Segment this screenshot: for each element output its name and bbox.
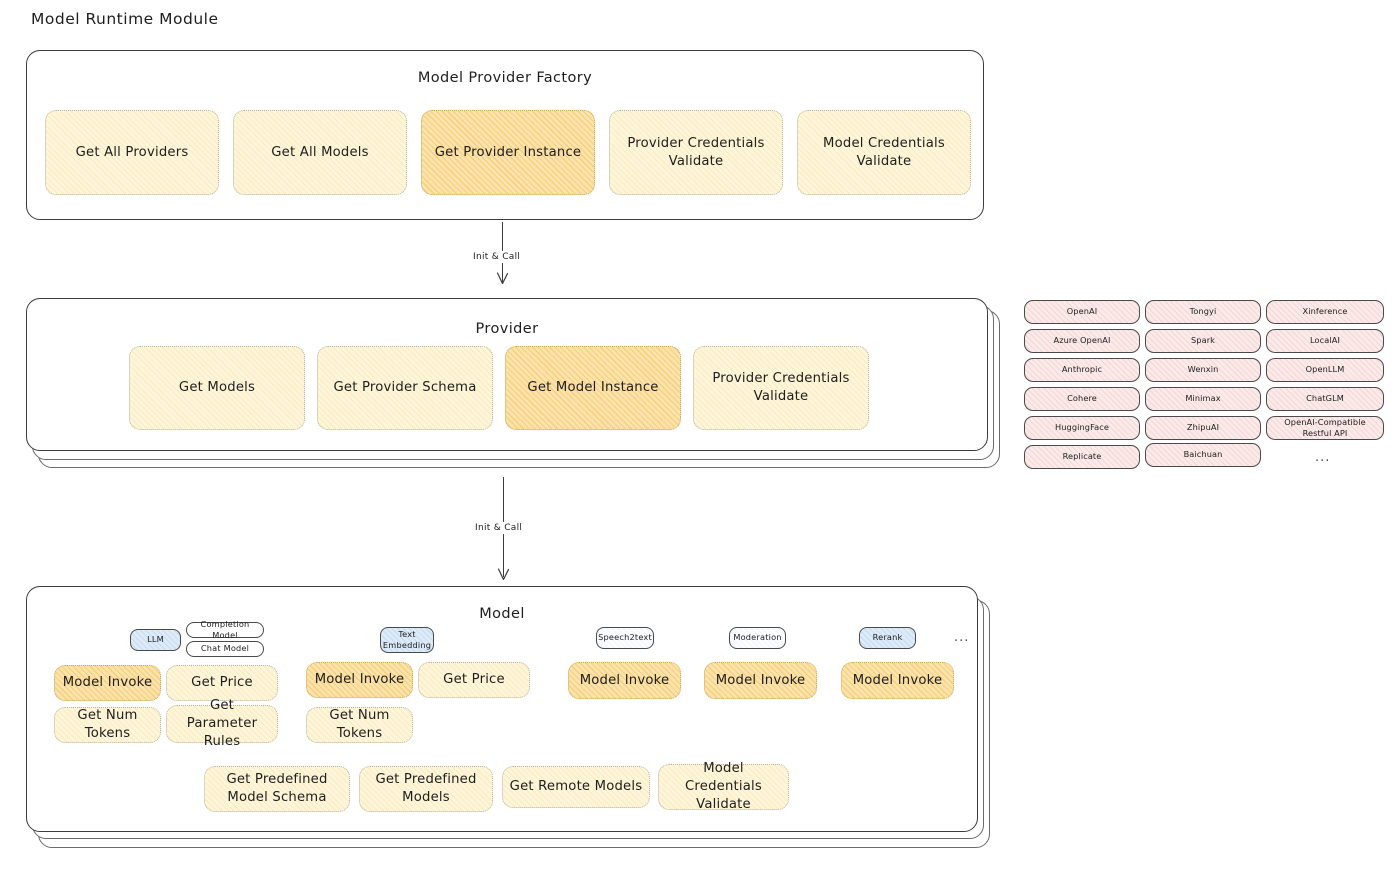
provider-chip-tongyi[interactable]: Tongyi bbox=[1145, 300, 1261, 324]
model-type-llm[interactable]: LLM bbox=[130, 629, 181, 651]
node-get-provider-instance[interactable]: Get Provider Instance bbox=[421, 110, 595, 195]
provider-container: Provider Get Models Get Provider Schema … bbox=[26, 298, 988, 451]
provider-chip-replicate[interactable]: Replicate bbox=[1024, 445, 1140, 469]
provider-chip-spark[interactable]: Spark bbox=[1145, 329, 1261, 353]
arrow-factory-to-provider-head bbox=[496, 272, 509, 285]
model-provider-factory-container: Model Provider Factory Get All Providers… bbox=[26, 50, 984, 220]
model-types-more-ellipsis: ... bbox=[954, 630, 970, 645]
node-get-model-instance[interactable]: Get Model Instance bbox=[505, 346, 681, 430]
node-rerank-model-invoke[interactable]: Model Invoke bbox=[841, 662, 954, 699]
node-llm-model-invoke[interactable]: Model Invoke bbox=[54, 665, 161, 701]
provider-list-more-ellipsis: ... bbox=[1315, 450, 1331, 465]
page-title: Model Runtime Module bbox=[31, 10, 219, 28]
provider-title: Provider bbox=[475, 321, 539, 337]
model-type-text-embedding[interactable]: Text Embedding bbox=[380, 627, 434, 653]
arrow-provider-to-model-head bbox=[497, 568, 510, 581]
model-container: Model LLM Completion Model Chat Model Mo… bbox=[26, 586, 978, 832]
node-get-predefined-models[interactable]: Get Predefined Models bbox=[359, 766, 493, 812]
node-text-embedding-model-invoke[interactable]: Model Invoke bbox=[306, 662, 413, 698]
provider-chip-baichuan[interactable]: Baichuan bbox=[1145, 443, 1261, 467]
provider-chip-openai[interactable]: OpenAI bbox=[1024, 300, 1140, 324]
node-llm-get-num-tokens[interactable]: Get Num Tokens bbox=[54, 707, 161, 743]
model-type-speech2text[interactable]: Speech2text bbox=[596, 627, 654, 649]
model-type-moderation[interactable]: Moderation bbox=[729, 627, 786, 649]
node-llm-get-parameter-rules[interactable]: Get Parameter Rules bbox=[166, 698, 278, 749]
provider-chip-openllm[interactable]: OpenLLM bbox=[1266, 358, 1384, 382]
model-type-rerank[interactable]: Rerank bbox=[859, 627, 916, 649]
node-get-remote-models[interactable]: Get Remote Models bbox=[502, 766, 650, 808]
model-title: Model bbox=[479, 606, 525, 622]
node-get-predefined-model-schema[interactable]: Get Predefined Model Schema bbox=[204, 766, 350, 812]
node-provider-credentials-validate[interactable]: Provider Credentials Validate bbox=[609, 110, 783, 195]
provider-chip-azure-openai[interactable]: Azure OpenAI bbox=[1024, 329, 1140, 353]
node-text-embedding-get-price[interactable]: Get Price bbox=[418, 662, 530, 698]
node-model-credentials-validate-2[interactable]: Model Credentials Validate bbox=[658, 761, 789, 812]
provider-chip-chatglm[interactable]: ChatGLM bbox=[1266, 387, 1384, 411]
node-get-provider-schema[interactable]: Get Provider Schema bbox=[317, 346, 493, 430]
arrow-provider-to-model-label: Init & Call bbox=[472, 522, 526, 534]
provider-chip-localai[interactable]: LocalAI bbox=[1266, 329, 1384, 353]
provider-chip-huggingface[interactable]: HuggingFace bbox=[1024, 416, 1140, 440]
provider-chip-xinference[interactable]: Xinference bbox=[1266, 300, 1384, 324]
node-moderation-model-invoke[interactable]: Model Invoke bbox=[704, 662, 817, 699]
provider-list: OpenAI Azure OpenAI Anthropic Cohere Hug… bbox=[1024, 300, 1384, 475]
provider-chip-anthropic[interactable]: Anthropic bbox=[1024, 358, 1140, 382]
node-get-all-models[interactable]: Get All Models bbox=[233, 110, 407, 195]
provider-chip-minimax[interactable]: Minimax bbox=[1145, 387, 1261, 411]
provider-chip-wenxin[interactable]: Wenxin bbox=[1145, 358, 1261, 382]
node-llm-get-price[interactable]: Get Price bbox=[166, 665, 278, 701]
node-get-all-providers[interactable]: Get All Providers bbox=[45, 110, 219, 195]
provider-chip-zhipuai[interactable]: ZhipuAI bbox=[1145, 416, 1261, 440]
node-text-embedding-get-num-tokens[interactable]: Get Num Tokens bbox=[306, 707, 413, 743]
provider-chip-openai-compatible-restful-api[interactable]: OpenAI-Compatible Restful API bbox=[1266, 416, 1384, 440]
node-get-models[interactable]: Get Models bbox=[129, 346, 305, 430]
model-provider-factory-title: Model Provider Factory bbox=[417, 70, 593, 86]
model-subtype-chat-model[interactable]: Chat Model bbox=[186, 641, 264, 657]
provider-chip-cohere[interactable]: Cohere bbox=[1024, 387, 1140, 411]
node-speech2text-model-invoke[interactable]: Model Invoke bbox=[568, 662, 681, 699]
model-subtype-completion-model[interactable]: Completion Model bbox=[186, 619, 264, 640]
node-model-credentials-validate[interactable]: Model Credentials Validate bbox=[797, 110, 971, 195]
arrow-factory-to-provider-label: Init & Call bbox=[470, 251, 524, 263]
node-provider-credentials-validate-2[interactable]: Provider Credentials Validate bbox=[693, 346, 869, 430]
